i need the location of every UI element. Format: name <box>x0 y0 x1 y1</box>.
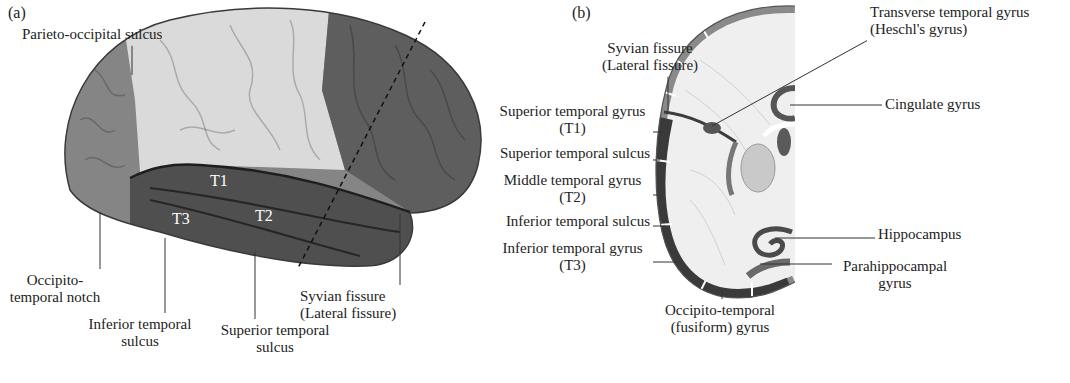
temporal-cortex <box>657 118 790 298</box>
leader-line <box>775 238 875 239</box>
drawing-part <box>700 60 770 125</box>
drawing-part <box>230 25 280 150</box>
gyrus-tag: T3 <box>172 210 190 228</box>
basal-ganglia <box>741 144 775 192</box>
hippocampus <box>755 229 792 255</box>
panel-letter: (b) <box>572 4 591 22</box>
structure-label: Syvian fissure (Lateral fissure) <box>585 40 715 74</box>
heschl-gyrus <box>703 122 721 134</box>
drawing-part <box>751 282 753 296</box>
structure-label: Occipito-temporal (fusiform) gyrus <box>640 302 800 336</box>
leader-line <box>400 214 401 285</box>
structure-label: Superior temporal sulcus <box>215 322 335 356</box>
drawing-part <box>350 25 395 180</box>
lateral-ventricle <box>777 128 791 156</box>
structure-label: Inferior temporal sulcus <box>495 213 650 230</box>
leader-line <box>653 195 658 196</box>
leader-line <box>255 252 256 319</box>
drawing-part <box>690 200 725 265</box>
leader-line <box>653 160 660 161</box>
structure-label: Hippocampus <box>878 226 961 243</box>
drawing-part <box>290 20 320 160</box>
leader-line <box>100 212 101 269</box>
structure-label: Parieto-occipital sulcus <box>22 26 162 43</box>
panel-letter: (a) <box>8 4 26 22</box>
structure-label: Inferior temporal gyrus (T3) <box>495 240 650 274</box>
temporal-lobe <box>130 165 450 300</box>
drawing-part <box>685 90 745 150</box>
leader-line <box>760 264 832 265</box>
drawing-part <box>160 40 220 150</box>
structure-label: Superior temporal sulcus <box>495 145 650 162</box>
cingulate-gyrus <box>774 88 795 119</box>
drawing-part <box>95 70 125 96</box>
fibre-tracts <box>685 60 770 265</box>
leader-line <box>722 290 723 299</box>
gyral-texture <box>80 20 465 180</box>
drawing-part <box>80 118 115 132</box>
insula <box>729 142 736 195</box>
superior-temporal-sulcus <box>150 188 400 232</box>
leader-line <box>653 262 680 263</box>
structure-label: Inferior temporal sulcus <box>75 316 205 350</box>
gyrus-tag: T2 <box>255 207 273 225</box>
structure-label: Transverse temporal gyrus (Heschl's gyru… <box>870 4 1035 38</box>
leader-line <box>790 105 882 106</box>
drawing-part <box>664 92 676 96</box>
lateral-fissure <box>664 112 736 142</box>
structure-label: Cingulate gyrus <box>885 96 980 113</box>
drawing-part <box>430 70 465 140</box>
drawing-part <box>180 127 235 133</box>
structure-label: Syvian fissure (Lateral fissure) <box>300 288 430 322</box>
drawing-part <box>395 45 455 180</box>
structure-label: Superior temporal gyrus (T1) <box>495 103 650 137</box>
leader-line <box>132 46 133 75</box>
corpus-callosum <box>764 124 795 136</box>
leader-line <box>668 77 669 112</box>
leader-line <box>653 226 666 227</box>
structure-label: Middle temporal gyrus (T2) <box>495 172 650 206</box>
section-plane-line <box>298 22 425 268</box>
leader-line <box>653 132 663 133</box>
drawing-part <box>85 158 125 168</box>
structure-label: Occipito- temporal notch <box>5 272 105 306</box>
leader-line <box>165 238 166 313</box>
leader-line <box>712 41 867 126</box>
brain-outline <box>65 8 481 266</box>
structure-label: Parahippocampal gyrus <box>835 258 955 292</box>
gyrus-tag: T1 <box>210 172 228 190</box>
